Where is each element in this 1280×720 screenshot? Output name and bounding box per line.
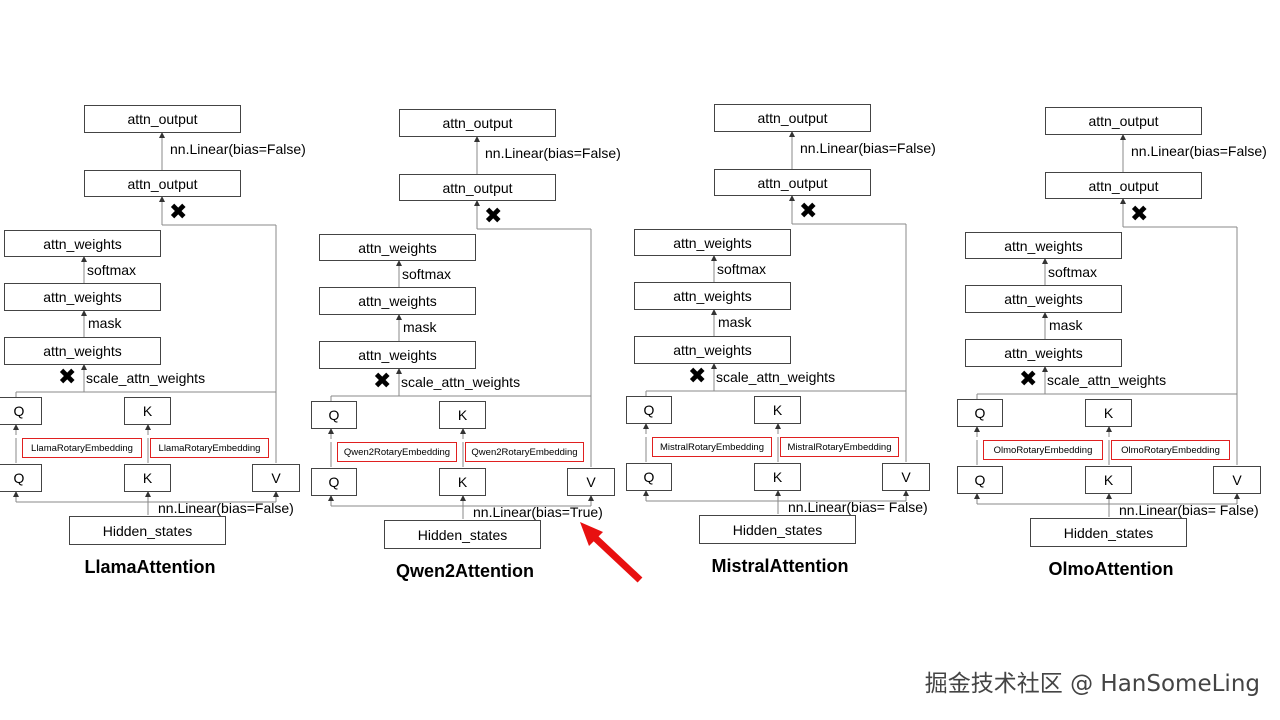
connector-lines <box>974 134 1240 517</box>
multiply-icon: ✖ <box>373 368 392 393</box>
diagram-title: MistralAttention <box>711 556 849 576</box>
k-proj-box: K <box>439 468 486 496</box>
q-rotated-box: Q <box>311 401 357 429</box>
attn-weights-mask-box: attn_weights <box>319 287 476 315</box>
hidden-states-box: Hidden_states <box>384 520 541 549</box>
q-proj-box: Q <box>626 463 672 491</box>
mask-label: mask <box>88 315 122 331</box>
scale-label: scale_attn_weights <box>716 369 836 385</box>
attn-weights-softmax-box: attn_weights <box>634 229 791 256</box>
out-linear-label: nn.Linear(bias=False) <box>170 141 306 157</box>
k-proj-box: K <box>754 463 801 491</box>
q-proj-box: Q <box>0 464 42 492</box>
in-linear-label: nn.Linear(bias= False) <box>1119 502 1259 518</box>
multiply-icon: ✖ <box>799 198 818 223</box>
attn-output-box: attn_output <box>714 169 871 196</box>
attention-diagram-1: attn_output nn.Linear(bias=False) attn_out… <box>311 4 629 604</box>
rotary-embedding-k: MistralRotaryEmbedding <box>780 437 899 457</box>
hidden-states-box: Hidden_states <box>1030 518 1187 547</box>
scale-label: scale_attn_weights <box>1047 372 1167 388</box>
rotary-embedding-k: Qwen2RotaryEmbedding <box>465 442 584 462</box>
diagram-title: Qwen2Attention <box>396 561 534 581</box>
k-proj-box: K <box>124 464 171 492</box>
rotary-embedding-q: Qwen2RotaryEmbedding <box>337 442 457 462</box>
out-linear-label: nn.Linear(bias=False) <box>485 145 621 161</box>
out-linear-label: nn.Linear(bias=False) <box>800 140 936 156</box>
rotary-embedding-q: OlmoRotaryEmbedding <box>983 440 1103 460</box>
attn-output-top-box: attn_output <box>1045 107 1202 135</box>
attn-weights-mask-box: attn_weights <box>4 283 161 311</box>
attn-output-top-box: attn_output <box>399 109 556 137</box>
scale-label: scale_attn_weights <box>401 374 521 390</box>
attn-weights-softmax-box: attn_weights <box>319 234 476 261</box>
v-proj-box: V <box>1213 466 1261 494</box>
connector-lines <box>13 132 279 515</box>
q-rotated-box: Q <box>0 397 42 425</box>
rotary-embedding-k: LlamaRotaryEmbedding <box>150 438 269 458</box>
in-linear-label: nn.Linear(bias= False) <box>788 499 928 515</box>
in-linear-label: nn.Linear(bias=True) <box>473 504 603 520</box>
watermark: 掘金技术社区 @ HanSomeLing <box>924 671 1260 697</box>
hidden-states-box: Hidden_states <box>699 515 856 544</box>
v-proj-box: V <box>567 468 615 496</box>
connector-lines <box>643 131 909 514</box>
mask-label: mask <box>718 314 752 330</box>
attn-weights-softmax-box: attn_weights <box>4 230 161 257</box>
scale-label: scale_attn_weights <box>86 370 206 386</box>
attn-weights-scaled-box: attn_weights <box>634 336 791 364</box>
attn-weights-scaled-box: attn_weights <box>965 339 1122 367</box>
in-linear-label: nn.Linear(bias=False) <box>158 500 294 516</box>
k-rotated-box: K <box>1085 399 1132 427</box>
q-rotated-box: Q <box>626 396 672 424</box>
multiply-icon: ✖ <box>169 199 188 224</box>
attn-output-top-box: attn_output <box>714 104 871 132</box>
attention-diagram-2: attn_output nn.Linear(bias=False) attn_out… <box>626 0 944 599</box>
softmax-label: softmax <box>87 262 137 278</box>
attn-weights-scaled-box: attn_weights <box>4 337 161 365</box>
out-linear-label: nn.Linear(bias=False) <box>1131 143 1267 159</box>
q-rotated-box: Q <box>957 399 1003 427</box>
q-proj-box: Q <box>957 466 1003 494</box>
mask-label: mask <box>1049 317 1083 333</box>
v-proj-box: V <box>882 463 930 491</box>
softmax-label: softmax <box>402 266 452 282</box>
hidden-states-box: Hidden_states <box>69 516 226 545</box>
attention-diagram-0: attn_output nn.Linear(bias=False) attn_out… <box>0 0 314 600</box>
multiply-icon: ✖ <box>58 364 77 389</box>
rotary-embedding-q: LlamaRotaryEmbedding <box>22 438 142 458</box>
attn-output-top-box: attn_output <box>84 105 241 133</box>
attn-output-box: attn_output <box>1045 172 1202 199</box>
k-rotated-box: K <box>124 397 171 425</box>
k-rotated-box: K <box>439 401 486 429</box>
attention-diagram-3: attn_output nn.Linear(bias=False) attn_out… <box>957 2 1275 602</box>
mask-label: mask <box>403 319 437 335</box>
v-proj-box: V <box>252 464 300 492</box>
rotary-embedding-k: OlmoRotaryEmbedding <box>1111 440 1230 460</box>
attn-output-box: attn_output <box>399 174 556 201</box>
k-proj-box: K <box>1085 466 1132 494</box>
attn-weights-mask-box: attn_weights <box>965 285 1122 313</box>
multiply-icon: ✖ <box>484 203 503 228</box>
softmax-label: softmax <box>1048 264 1098 280</box>
attn-weights-softmax-box: attn_weights <box>965 232 1122 259</box>
multiply-icon: ✖ <box>688 363 707 388</box>
diagram-title: OlmoAttention <box>1048 559 1174 579</box>
q-proj-box: Q <box>311 468 357 496</box>
attn-weights-mask-box: attn_weights <box>634 282 791 310</box>
softmax-label: softmax <box>717 261 767 277</box>
attn-output-box: attn_output <box>84 170 241 197</box>
connector-lines <box>328 136 594 519</box>
diagram-title: LlamaAttention <box>84 557 216 577</box>
rotary-embedding-q: MistralRotaryEmbedding <box>652 437 772 457</box>
k-rotated-box: K <box>754 396 801 424</box>
attn-weights-scaled-box: attn_weights <box>319 341 476 369</box>
multiply-icon: ✖ <box>1019 366 1038 391</box>
multiply-icon: ✖ <box>1130 201 1149 226</box>
